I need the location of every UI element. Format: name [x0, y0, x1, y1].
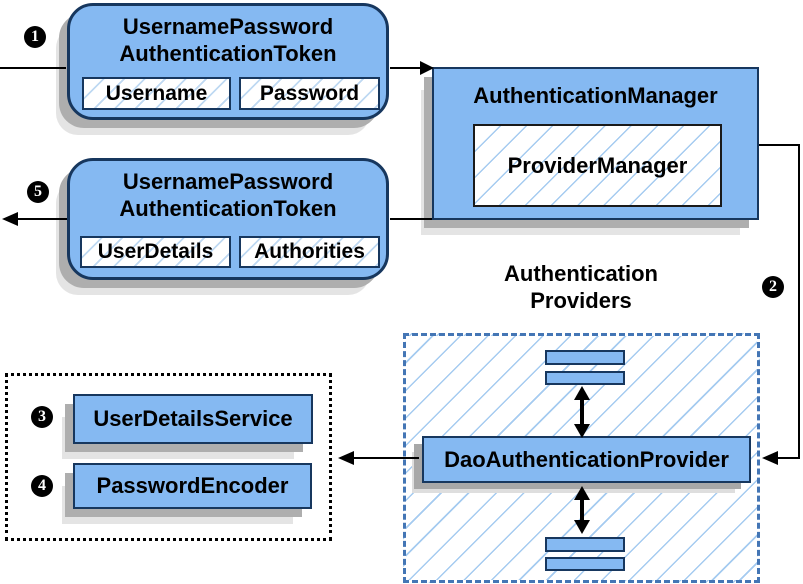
provider-manager-box: ProviderManager: [473, 124, 722, 207]
provider-stack-top-bar-2: [545, 371, 625, 385]
request-token-box: UsernamePassword AuthenticationToken Use…: [67, 3, 389, 120]
password-field-box: Password: [239, 77, 380, 110]
step-5-badge: 5: [27, 181, 49, 203]
provider-manager-label: ProviderManager: [507, 152, 688, 178]
authentication-manager-box: AuthenticationManager ProviderManager: [432, 67, 759, 220]
step-1-number: 1: [31, 28, 39, 45]
outgoing-response-arrowhead-icon: [2, 212, 18, 226]
response-token-title-line1: UsernamePassword: [122, 169, 334, 194]
provider-stack-top-bar-1: [545, 350, 625, 365]
username-field-box: Username: [82, 77, 231, 110]
userdetails-field-label: UserDetails: [97, 240, 214, 263]
providers-container: DaoAuthenticationProvider: [403, 333, 760, 583]
dao-authentication-provider-label: DaoAuthenticationProvider: [444, 446, 729, 472]
step-3-badge: 3: [31, 406, 53, 428]
providers-heading-line1: Authentication: [504, 261, 658, 286]
step-1-badge: 1: [24, 26, 46, 48]
userdetails-field-box: UserDetails: [80, 236, 231, 268]
services-container: UserDetailsService PasswordEncoder: [5, 373, 332, 541]
password-field-label: Password: [259, 81, 360, 105]
providers-heading: Authentication Providers: [431, 260, 731, 314]
authorities-field-label: Authorities: [254, 240, 365, 263]
step-3-number: 3: [38, 408, 46, 425]
response-token-title-line2: AuthenticationToken: [119, 196, 337, 221]
user-details-service-box: UserDetailsService: [73, 394, 313, 444]
step-2-number: 2: [769, 278, 777, 295]
password-encoder-label: PasswordEncoder: [96, 473, 289, 498]
manager-to-provider-arrowhead-icon: [762, 451, 778, 465]
step-2-badge: 2: [762, 276, 784, 298]
response-token-box: UsernamePassword AuthenticationToken Use…: [67, 158, 389, 280]
user-details-service-label: UserDetailsService: [93, 406, 293, 431]
provider-stack-bottom-bar-2: [545, 557, 625, 571]
manager-to-provider-line: [759, 144, 800, 459]
authentication-manager-label: AuthenticationManager: [473, 83, 718, 108]
request-token-title: UsernamePassword AuthenticationToken: [70, 6, 386, 67]
authorities-field-box: Authorities: [239, 236, 380, 268]
request-token-title-line1: UsernamePassword: [122, 14, 334, 39]
provider-stack-bottom-bar-1: [545, 537, 625, 552]
username-field-label: Username: [105, 81, 208, 105]
password-encoder-box: PasswordEncoder: [73, 463, 312, 509]
step-5-number: 5: [34, 183, 42, 200]
providers-heading-line2: Providers: [530, 288, 632, 313]
dao-authentication-provider-box: DaoAuthenticationProvider: [422, 436, 751, 483]
step-4-badge: 4: [31, 475, 53, 497]
step-4-number: 4: [38, 477, 46, 494]
response-token-title: UsernamePassword AuthenticationToken: [70, 161, 386, 222]
request-token-title-line2: AuthenticationToken: [119, 41, 337, 66]
provider-to-services-arrowhead-icon: [338, 451, 354, 465]
